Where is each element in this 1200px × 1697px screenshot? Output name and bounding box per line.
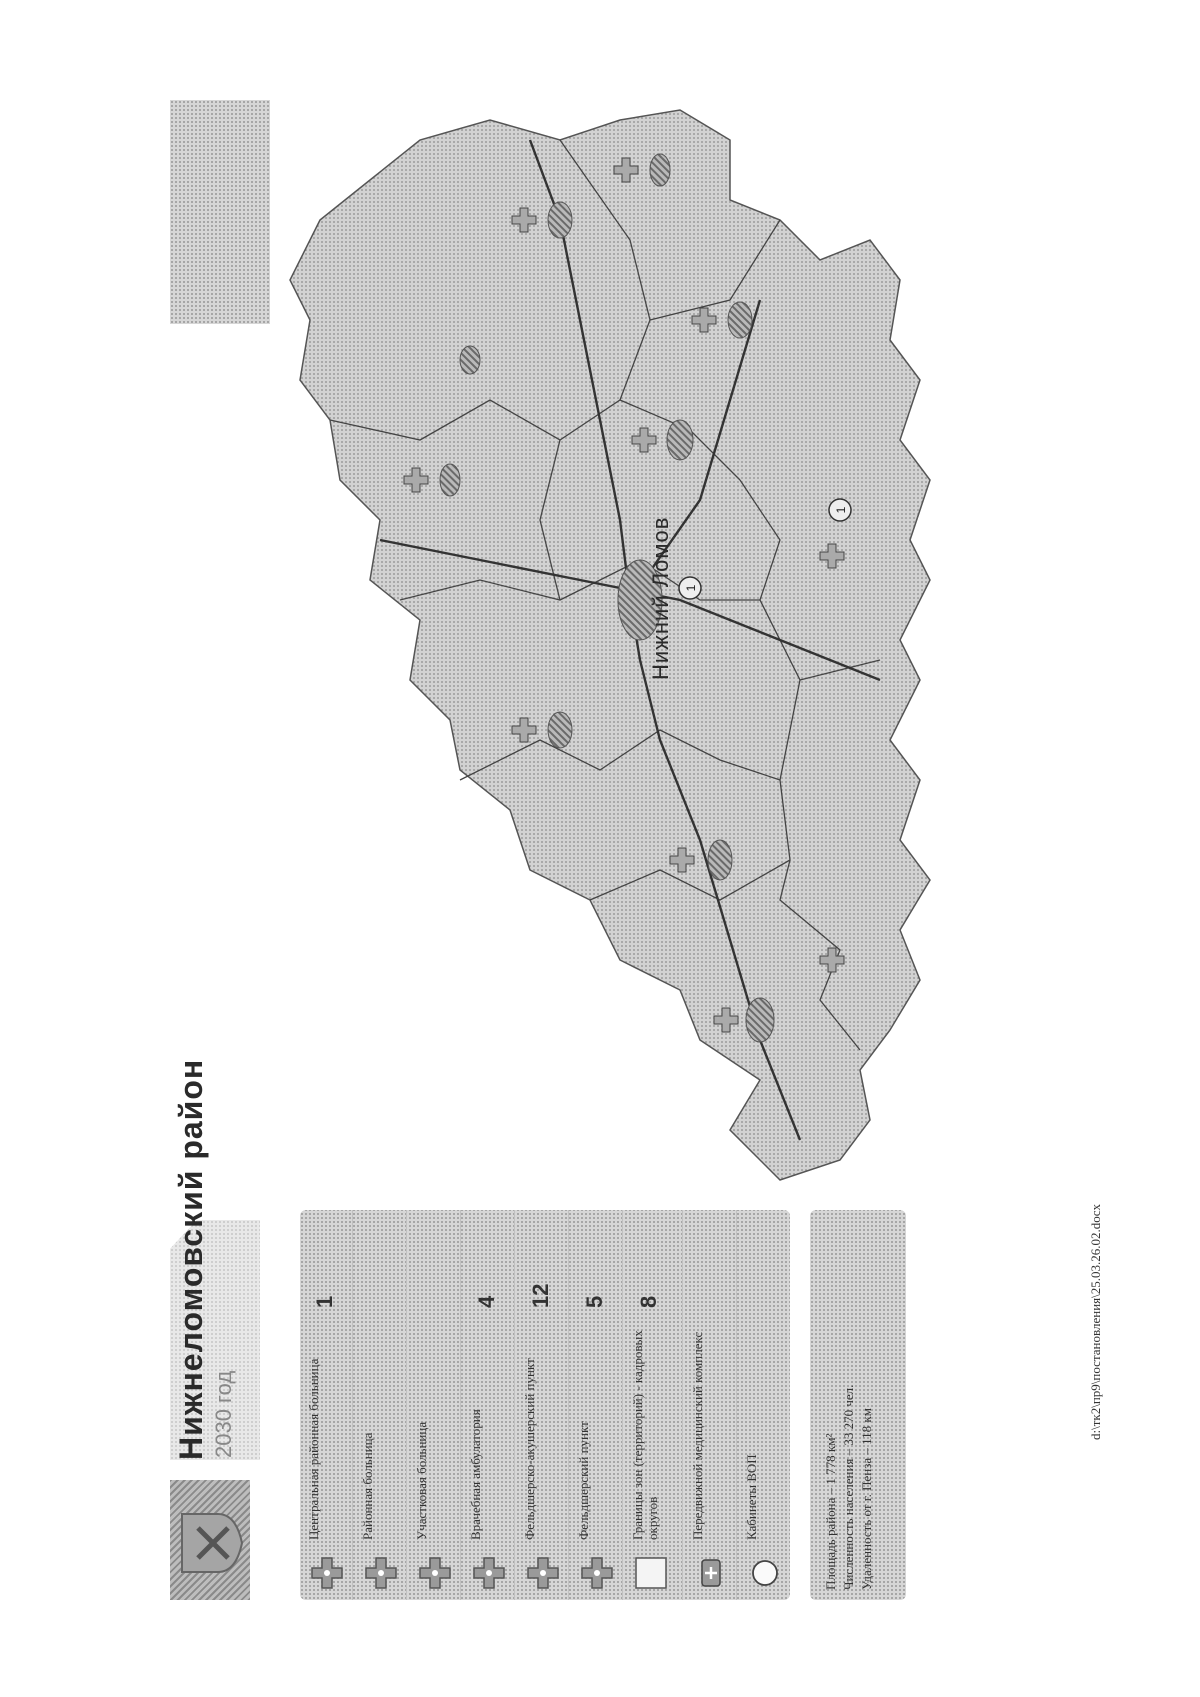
district-map: 1 1 Нижний Ломов: [260, 100, 950, 1200]
map-svg: 1 1 Нижний Ломов: [289, 109, 931, 1181]
district-year: 2030 год: [211, 1370, 236, 1458]
map-legend: Центральная районная больница 1 Районная…: [300, 1210, 790, 1600]
district-statistics: Площадь района – 1 778 км² Численность н…: [810, 1210, 906, 1600]
center-marker-circle: [678, 576, 702, 600]
settlements: [439, 153, 775, 1043]
legend-item: Фельдшерский пункт 5: [570, 1210, 623, 1600]
title-block: Нижнеломовский район 2030 год: [172, 860, 262, 1460]
legend-item: Врачебная амбулатория 4: [462, 1210, 515, 1600]
medical-cross-icon: [419, 1557, 451, 1589]
legend-item: Участковая больница: [408, 1210, 461, 1600]
district-title: Нижнеломовский район: [173, 1058, 209, 1460]
legend-label: Участковая больница: [414, 1421, 429, 1540]
corner-panel: [170, 100, 270, 324]
legend-count: 12: [528, 1283, 553, 1308]
coat-of-arms-icon: [181, 1513, 244, 1573]
legend-item: Передвижной медицинский комплекс: [684, 1210, 737, 1600]
boundary-square-icon: [635, 1557, 667, 1589]
mobile-clinic-icon: [701, 1559, 721, 1587]
legend-label: Центральная районная больница: [306, 1358, 321, 1540]
map-poster: Нижнеломовский район 2030 год Центральна…: [170, 100, 950, 1600]
legend-count: 4: [474, 1295, 499, 1308]
facility-markers: [403, 157, 845, 1033]
legend-count: 5: [582, 1295, 607, 1308]
medical-cross-icon: [365, 1557, 397, 1589]
file-path: d:\тк2\пр9\постановления\25.03.26.02.doc…: [1088, 1203, 1103, 1440]
district-emblem: [170, 1480, 250, 1600]
zone-marker-label: 1: [834, 506, 848, 513]
medical-cross-icon: [527, 1557, 559, 1589]
medical-cross-icon: [473, 1557, 505, 1589]
center-city-label: Нижний Ломов: [648, 517, 673, 680]
legend-label: Передвижной медицинский комплекс: [690, 1331, 705, 1540]
distance-stat: Удаленность от г. Пенза – 118 км: [859, 1408, 874, 1590]
medical-cross-icon: [311, 1557, 343, 1589]
legend-item: Центральная районная больница 1: [300, 1210, 353, 1600]
population-stat: Численность населения – 33 270 чел.: [841, 1384, 856, 1590]
legend-label: Границы зон (территорий) - кадровых окру…: [630, 1330, 660, 1540]
area-stat: Площадь района – 1 778 км²: [823, 1433, 838, 1590]
legend-count: 8: [636, 1295, 661, 1308]
legend-label: Врачебная амбулатория: [468, 1409, 483, 1540]
legend-label: Фельдшерский пункт: [576, 1421, 591, 1540]
legend-item: Районная больница: [354, 1210, 407, 1600]
district-territory: [289, 109, 931, 1181]
legend-label: Фельдшерско-акушерский пункт: [522, 1358, 537, 1540]
legend-item: Кабинеты ВОП: [738, 1210, 790, 1600]
zone-marker-circle: [828, 498, 852, 522]
legend-count: 1: [312, 1295, 337, 1308]
legend-item: Фельдшерско-акушерский пункт 12: [516, 1210, 569, 1600]
legend-label: Кабинеты ВОП: [744, 1454, 759, 1540]
center-marker-label: 1: [684, 584, 698, 591]
medical-cross-icon: [581, 1557, 613, 1589]
legend-item: Границы зон (территорий) - кадровых окру…: [624, 1210, 683, 1600]
circle-icon: [752, 1560, 778, 1586]
legend-label: Районная больница: [360, 1432, 375, 1540]
